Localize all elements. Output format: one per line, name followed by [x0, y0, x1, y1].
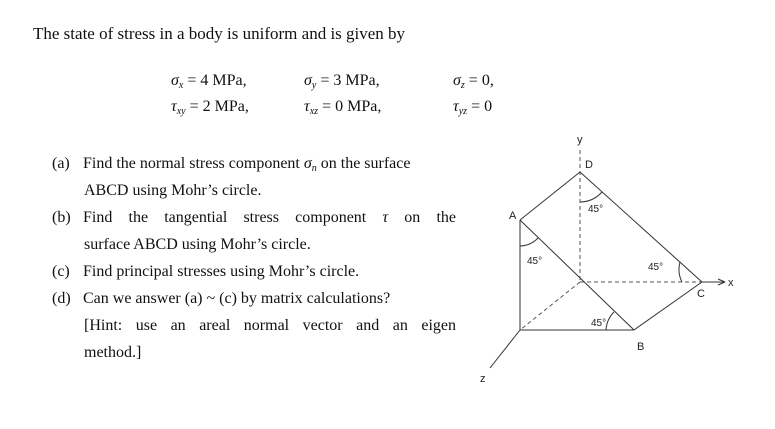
angle-arc-right — [678, 261, 683, 283]
eq-tau-yz: τyz = 0 — [453, 98, 493, 117]
label-point-d: D — [585, 159, 593, 171]
angle-label-left: 45° — [527, 256, 542, 267]
eq-sigma-x: σx = 4 MPa, — [171, 72, 247, 91]
eq-sigma-z: σz = 0, — [453, 72, 494, 91]
z-axis-hidden — [519, 281, 581, 331]
eq-tau-xz: τxz = 0 MPa, — [304, 98, 382, 117]
question-b: (b)Find the tangential stress component … — [52, 209, 456, 226]
angle-arc-left — [519, 237, 539, 247]
question-d-line3: method.] — [84, 344, 142, 361]
x-arrow-icon — [717, 278, 726, 286]
question-c: (c)Find principal stresses using Mohr’s … — [52, 263, 360, 280]
label-point-a: A — [509, 210, 517, 222]
edge-d-c — [579, 171, 703, 283]
label-z-axis: z — [480, 373, 486, 385]
question-d: (d)Can we answer (a) ~ (c) by matrix cal… — [52, 290, 391, 307]
angle-arc-bottom — [605, 311, 615, 331]
angle-label-top: 45° — [588, 204, 603, 215]
eq-sigma-y: σy = 3 MPa, — [304, 72, 380, 91]
question-d-hint: [Hint: use an areal normal vector and an… — [84, 317, 456, 334]
label-point-b: B — [637, 341, 644, 353]
z-axis — [489, 329, 521, 369]
angle-label-right: 45° — [648, 262, 663, 273]
label-x-axis: x — [728, 277, 734, 289]
question-a-line2: ABCD using Mohr’s circle. — [84, 182, 262, 199]
question-b-line2: surface ABCD using Mohr’s circle. — [84, 236, 311, 253]
question-a: (a)Find the normal stress component σn o… — [52, 155, 411, 174]
label-y-axis: y — [577, 134, 583, 146]
edge-a-d — [519, 171, 581, 221]
eq-tau-xy: τxy = 2 MPa, — [171, 98, 249, 117]
edge-a-b — [519, 219, 635, 331]
label-point-c: C — [697, 288, 705, 300]
angle-arc-top — [579, 191, 603, 203]
edge-b-c — [633, 281, 703, 331]
angle-label-bottom: 45° — [591, 318, 606, 329]
problem-intro: The state of stress in a body is uniform… — [33, 24, 406, 43]
